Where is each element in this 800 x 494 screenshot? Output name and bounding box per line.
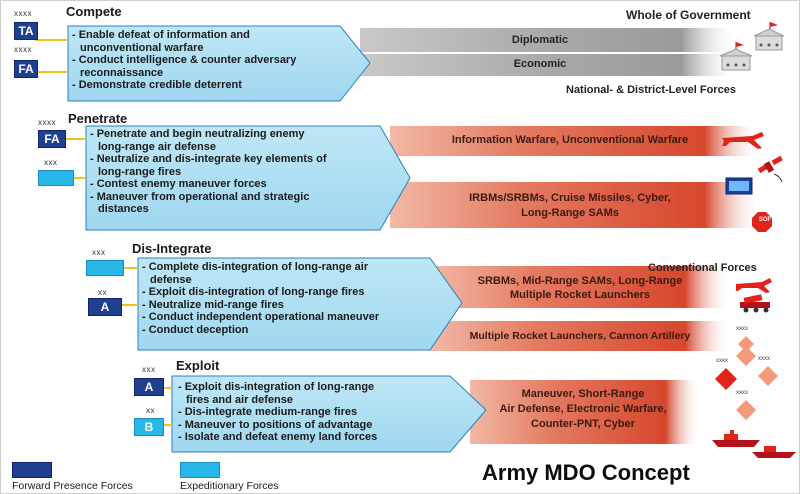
- compete-task-1b: unconventional warfare: [80, 41, 204, 54]
- penetrate-unit-echelon-1: xxxx: [38, 118, 56, 127]
- aircraft-icon: [736, 278, 772, 293]
- penetrate-band-missiles-1: IRBMs/SRBMs, Cruise Missiles, Cyber,: [469, 192, 671, 204]
- rocket-launcher-icon: [740, 294, 770, 313]
- compete-task-3: - Demonstrate credible deterrent: [72, 79, 242, 91]
- penetrate-unit-echelon-2: xxx: [44, 158, 58, 167]
- disintegrate-task-1a: - Complete dis-integration of long-range…: [142, 261, 369, 273]
- exploit-band-line-1: Maneuver, Short-Range: [521, 388, 645, 400]
- exploit-task-list: - Exploit dis-integration of long-range …: [178, 381, 458, 444]
- exploit-band-line-3: Counter-PNT, Cyber: [531, 418, 635, 430]
- penetrate-unit-fa: FA: [38, 130, 66, 148]
- disintegrate-band-srbm-2: Multiple Rocket Launchers: [510, 289, 650, 301]
- penetrate-title: Penetrate: [68, 111, 128, 126]
- penetrate-task-2b: long-range fires: [98, 165, 182, 178]
- exploit-red-band: [470, 380, 700, 444]
- enemy-diamond-label-4: xxxx: [736, 390, 748, 396]
- cyber-screen-icon: [725, 177, 753, 195]
- national-forces-label: National- & District-Level Forces: [566, 84, 736, 96]
- fighter-jet-icon: [722, 132, 764, 149]
- disintegrate-unit-echelon-1: xxx: [92, 248, 106, 257]
- penetrate-task-4b: distances: [98, 203, 149, 215]
- compete-title: Compete: [66, 4, 122, 19]
- enemy-diamond-label-2: xxxx: [716, 358, 728, 364]
- compete-unit-echelon-1: xxxx: [14, 9, 32, 18]
- disintegrate-task-5: - Conduct deception: [142, 323, 249, 336]
- disintegrate-task-list: - Complete dis-integration of long-range…: [142, 261, 442, 336]
- disintegrate-band-srbm-1: SRBMs, Mid-Range SAMs, Long-Range: [477, 275, 683, 287]
- disintegrate-task-3: - Neutralize mid-range fires: [142, 298, 284, 311]
- disintegrate-red-band-srbm: [430, 266, 730, 308]
- enemy-diamond-4: [758, 366, 778, 386]
- exploit-task-3: - Maneuver to positions of advantage: [178, 418, 373, 431]
- penetrate-unit-expeditionary: [38, 170, 74, 186]
- compete-band-diplomatic: Diplomatic: [511, 34, 569, 46]
- legend-forward-label: Forward Presence Forces: [12, 480, 133, 492]
- exploit-task-panel: [171, 375, 487, 453]
- disintegrate-red-band-artillery: [430, 321, 730, 351]
- enemy-diamond-5: [736, 400, 756, 420]
- whole-of-government-label: Whole of Government: [626, 8, 751, 22]
- government-building-icon: [719, 22, 785, 71]
- penetrate-band-info-warfare: Information Warfare, Unconventional Warf…: [451, 134, 689, 146]
- compete-unit-fa: FA: [14, 60, 38, 78]
- legend-expeditionary-label: Expeditionary Forces: [180, 480, 279, 492]
- compete-task-2a: - Conduct intelligence & counter adversa…: [72, 54, 297, 66]
- penetrate-band-missiles-2: Long-Range SAMs: [521, 207, 619, 219]
- enemy-diamond-label-3: xxxx: [758, 356, 770, 362]
- disintegrate-task-4: - Conduct independent operational maneuv…: [142, 311, 380, 323]
- compete-unit-ta: TA: [14, 22, 38, 40]
- conventional-forces-label: Conventional Forces: [648, 262, 757, 274]
- exploit-unit-echelon-2: xx: [146, 406, 155, 415]
- exploit-task-4: - Isolate and defeat enemy land forces: [178, 431, 378, 443]
- enemy-diamond-3: [715, 368, 737, 390]
- sof-label: SOF: [758, 217, 772, 223]
- enemy-unit-diamonds: [715, 336, 778, 420]
- exploit-unit-a: A: [134, 378, 164, 396]
- compete-task-list: - Enable defeat of information and uncon…: [72, 29, 352, 92]
- exploit-unit-echelon-1: xxx: [142, 365, 156, 374]
- penetrate-task-list: - Penetrate and begin neutralizing enemy…: [90, 128, 390, 216]
- sof-icon: [752, 212, 772, 232]
- disintegrate-unit-expeditionary: [86, 260, 124, 276]
- penetrate-task-panel: [85, 125, 411, 231]
- enemy-diamond-1: [738, 336, 754, 352]
- exploit-task-1b: fires and air defense: [186, 393, 293, 406]
- penetrate-task-4a: - Maneuver from operational and strategi…: [90, 190, 310, 203]
- compete-task-1a: - Enable defeat of information and: [72, 29, 250, 41]
- penetrate-task-1b: long-range air defense: [98, 140, 216, 153]
- penetrate-red-band-info: [390, 126, 760, 156]
- disintegrate-task-2: - Exploit dis-integration of long-range …: [142, 286, 365, 298]
- compete-task-2b: reconnaissance: [80, 66, 164, 79]
- disintegrate-unit-echelon-2: xx: [98, 288, 107, 297]
- satellite-icon: [757, 155, 783, 183]
- enemy-diamond-2: [736, 346, 756, 366]
- compete-grey-band-economic: [360, 54, 738, 76]
- disintegrate-unit-a: A: [88, 298, 122, 316]
- enemy-diamond-label-1: xxxx: [736, 326, 748, 332]
- compete-band-economic: Economic: [513, 58, 567, 70]
- penetrate-task-3: - Contest enemy maneuver forces: [90, 178, 267, 190]
- disintegrate-band-artillery: Multiple Rocket Launchers, Cannon Artill…: [469, 330, 691, 342]
- exploit-task-2: - Dis-integrate medium-range fires: [178, 406, 358, 418]
- compete-task-panel: [67, 25, 371, 102]
- compete-unit-echelon-2: xxxx: [14, 45, 32, 54]
- disintegrate-title: Dis-Integrate: [132, 241, 212, 256]
- warship-icon: [712, 430, 796, 458]
- exploit-task-1a: - Exploit dis-integration of long-range: [178, 381, 375, 393]
- disintegrate-task-1b: defense: [150, 273, 192, 286]
- legend-expeditionary-swatch: [180, 462, 220, 478]
- penetrate-red-band-missiles: [390, 182, 760, 228]
- disintegrate-task-panel: [137, 257, 463, 351]
- caption-title: Army MDO Concept: [482, 460, 690, 485]
- compete-grey-band-diplomatic: [360, 28, 738, 52]
- penetrate-task-2a: - Neutralize and dis-integrate key eleme…: [90, 153, 327, 165]
- legend-forward-swatch: [12, 462, 52, 478]
- exploit-title: Exploit: [176, 358, 220, 373]
- exploit-unit-b: B: [134, 418, 164, 436]
- exploit-band-line-2: Air Defense, Electronic Warfare,: [499, 403, 667, 415]
- penetrate-task-1a: - Penetrate and begin neutralizing enemy: [90, 128, 305, 140]
